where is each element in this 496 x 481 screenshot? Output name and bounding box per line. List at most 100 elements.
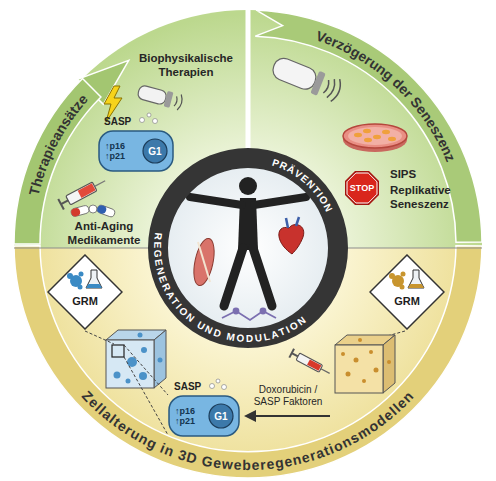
human-figure — [190, 197, 242, 205]
splash-icon — [389, 273, 395, 279]
label: Anti-Aging Medikamente — [63, 220, 145, 247]
petri-dish — [343, 124, 407, 148]
label: Replikative Seneszenz — [390, 184, 470, 211]
splash-icon — [400, 285, 405, 290]
syringe-icon — [292, 353, 298, 356]
ultrasound-probe — [270, 55, 319, 92]
human-figure — [253, 248, 272, 306]
sasp-dots — [153, 119, 158, 124]
section-heading-text: Zellalterung in 3D Geweberegenerationsmo… — [79, 387, 417, 473]
ring-heading-text: REGENERATION UND MODULATION — [152, 232, 309, 344]
heart-icon — [286, 217, 299, 228]
muscle-icon — [190, 237, 218, 288]
ultrasound-icon — [173, 93, 183, 110]
human-figure — [254, 197, 306, 205]
petri-dish — [354, 129, 396, 142]
scaffold-cube — [154, 330, 166, 388]
secretion-label: SASP — [104, 116, 131, 128]
flask-icon — [408, 270, 424, 288]
splash-icon — [67, 273, 73, 279]
cell-node: SASP ↑p16 ↑p21G1 — [98, 116, 174, 172]
treatment-arrow — [244, 410, 330, 422]
stop-octagon — [345, 171, 379, 205]
scaffold-cube — [158, 358, 163, 363]
scaffold-cube — [341, 338, 391, 383]
stop-node: STOP — [345, 171, 379, 205]
petri-dish — [354, 133, 362, 137]
ultrasound-icon — [137, 84, 184, 111]
scaffold-cube — [114, 333, 163, 384]
ring-heading-text: PRÄVENTION — [271, 157, 335, 215]
label: Biophysikalische Therapien — [136, 52, 236, 79]
petri-dish — [343, 124, 407, 152]
scaffold-cube — [139, 372, 147, 380]
syringe-icon — [289, 349, 332, 378]
muscle-icon — [190, 237, 218, 288]
splash-icon — [79, 272, 84, 277]
splash-icon — [401, 272, 406, 277]
sasp-dots — [140, 118, 145, 123]
human-figure — [239, 177, 257, 195]
pill-icons — [89, 205, 97, 213]
syringe-icon — [289, 349, 294, 358]
scaffold-cube — [335, 335, 395, 393]
syringe-icon — [58, 199, 64, 210]
sasp-dots — [216, 379, 220, 383]
zoom-lines — [124, 345, 168, 395]
sasp-dots — [210, 384, 215, 389]
ring-shape: PRÄVENTION REGENERATION UND MODULATION — [148, 148, 348, 348]
section-heading-text: Therapieansätze — [26, 91, 91, 197]
petri-dish — [373, 135, 381, 139]
ultrasound-probe — [270, 54, 344, 102]
flask-liquid — [408, 284, 424, 288]
pill-icons — [96, 204, 116, 218]
scaffold-cube — [138, 333, 143, 338]
marker-text: ↑p16 ↑p21 — [105, 141, 137, 161]
neuron-icon — [234, 309, 239, 314]
syringe-icon — [61, 200, 68, 204]
neuron-icon — [261, 309, 266, 314]
treatment-arrow — [254, 415, 330, 417]
scaffold-cube — [354, 358, 359, 363]
section-heading-text: Verzögerung der Seneszenz — [314, 27, 459, 164]
sector-divider — [246, 6, 251, 150]
petri-dish — [382, 130, 390, 134]
grm-node: GRM — [369, 254, 445, 330]
grm-node: GRM — [47, 254, 123, 330]
cell-membrane — [169, 396, 239, 436]
ring-band — [148, 148, 348, 348]
g1-node: G1 — [208, 403, 234, 429]
grm-text: GRM — [47, 295, 123, 308]
scaffold-cube — [106, 330, 166, 388]
human-figure — [190, 177, 306, 306]
nucleus-circle — [209, 404, 233, 428]
scaffold-cube — [383, 335, 395, 393]
phase-label: G1 — [142, 138, 168, 164]
neuron-icon — [222, 311, 276, 320]
treatment-arrow — [244, 410, 256, 422]
scaffold-cube — [126, 379, 131, 384]
marker-text: ↑p16 ↑p21 — [175, 406, 207, 426]
grm-text: GRM — [369, 295, 445, 308]
zoom-lines — [124, 357, 168, 435]
flask-liquid — [86, 284, 102, 288]
petri-dish — [363, 129, 371, 133]
therapy-band — [14, 79, 101, 244]
scaffold-cube — [369, 350, 373, 354]
scaffold-cube — [346, 372, 351, 377]
zoom-lines — [85, 331, 114, 344]
neuron-icon — [222, 309, 276, 321]
section-heading: Verzögerung der Seneszenz — [314, 27, 459, 164]
ring-node: PRÄVENTION REGENERATION UND MODULATION — [148, 148, 348, 348]
diamond-outline — [48, 255, 122, 329]
section-heading: Zellalterung in 3D Geweberegenerationsmo… — [79, 387, 417, 473]
diamond-outline — [370, 255, 444, 329]
scaffold-cube — [374, 368, 379, 373]
ultrasound-icon — [137, 85, 168, 106]
ring-heading: REGENERATION UND MODULATION — [152, 232, 309, 344]
syringe-icon — [307, 359, 321, 370]
sasp-dots — [222, 385, 227, 390]
splash-icon — [78, 285, 83, 290]
